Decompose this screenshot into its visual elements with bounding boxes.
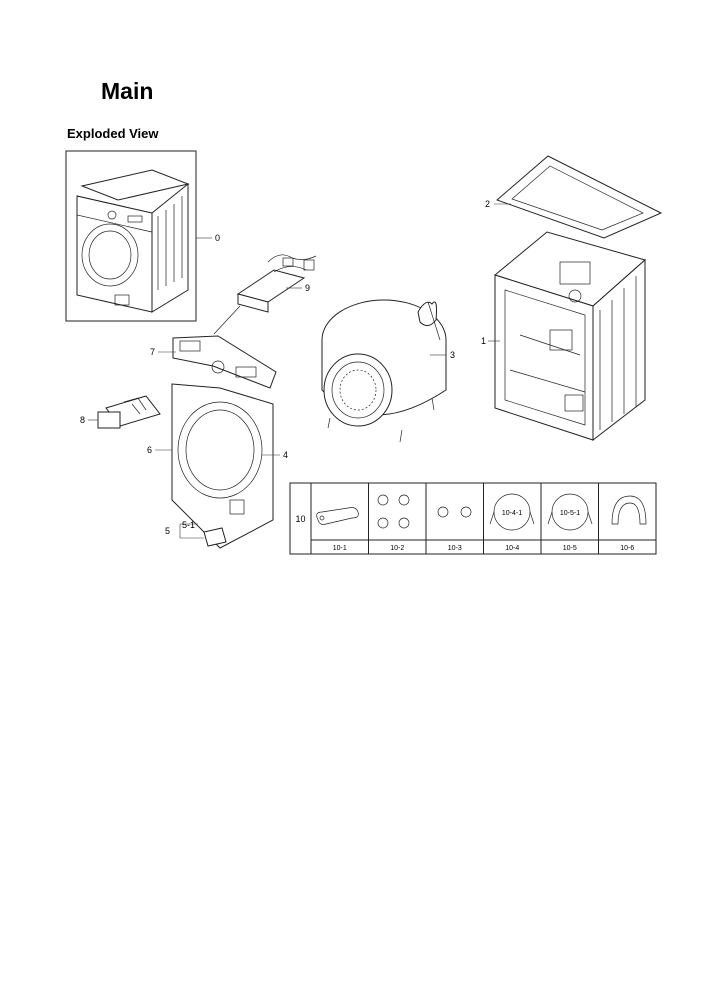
- cap-set-4-icon: [377, 494, 410, 529]
- section-title: Exploded View: [67, 126, 159, 141]
- detergent-drawer-part: [97, 395, 161, 429]
- callout-7: 7: [150, 347, 155, 357]
- accessory-label: 10-2: [390, 545, 404, 552]
- accessory-sub-label: 10-4-1: [502, 510, 522, 517]
- tub-assembly-part: [321, 299, 447, 443]
- callout-6: 6: [147, 445, 152, 455]
- water-valve-part: [213, 254, 317, 335]
- callout-9: 9: [305, 283, 310, 293]
- cap-set-2-icon: [437, 506, 472, 518]
- callout-1: 1: [481, 336, 486, 346]
- cabinet-frame-part: [493, 231, 647, 442]
- accessory-label: 10-1: [333, 545, 347, 552]
- accessory-table: 10 10-4-1 10-5-1: [289, 482, 657, 555]
- callout-8: 8: [80, 415, 85, 425]
- accessory-label: 10-3: [448, 545, 462, 552]
- page-title: Main: [101, 78, 154, 104]
- accessory-sub-label: 10-5-1: [560, 510, 580, 517]
- accessory-label: 10-6: [620, 545, 634, 552]
- callout-0: 0: [215, 233, 220, 243]
- control-panel-part: [172, 335, 277, 389]
- callout-4: 4: [283, 450, 288, 460]
- callout-2: 2: [485, 199, 490, 209]
- filter-cover-part: [179, 523, 227, 547]
- callout-3: 3: [450, 350, 455, 360]
- top-cover-part: [496, 155, 663, 239]
- hose-icon: [547, 493, 593, 531]
- accessory-label: 10-4: [505, 545, 519, 552]
- callout-5-1: 5-1: [182, 520, 195, 530]
- accessory-label: 10-5: [563, 545, 577, 552]
- hose-guide-icon: [611, 495, 647, 525]
- assembled-washer-figure: [65, 150, 197, 322]
- accessory-row-label: 10: [295, 514, 305, 524]
- callout-5: 5: [165, 526, 170, 536]
- front-panel-part: [171, 383, 274, 549]
- hose-icon: [489, 493, 535, 531]
- spanner-icon: [316, 507, 359, 525]
